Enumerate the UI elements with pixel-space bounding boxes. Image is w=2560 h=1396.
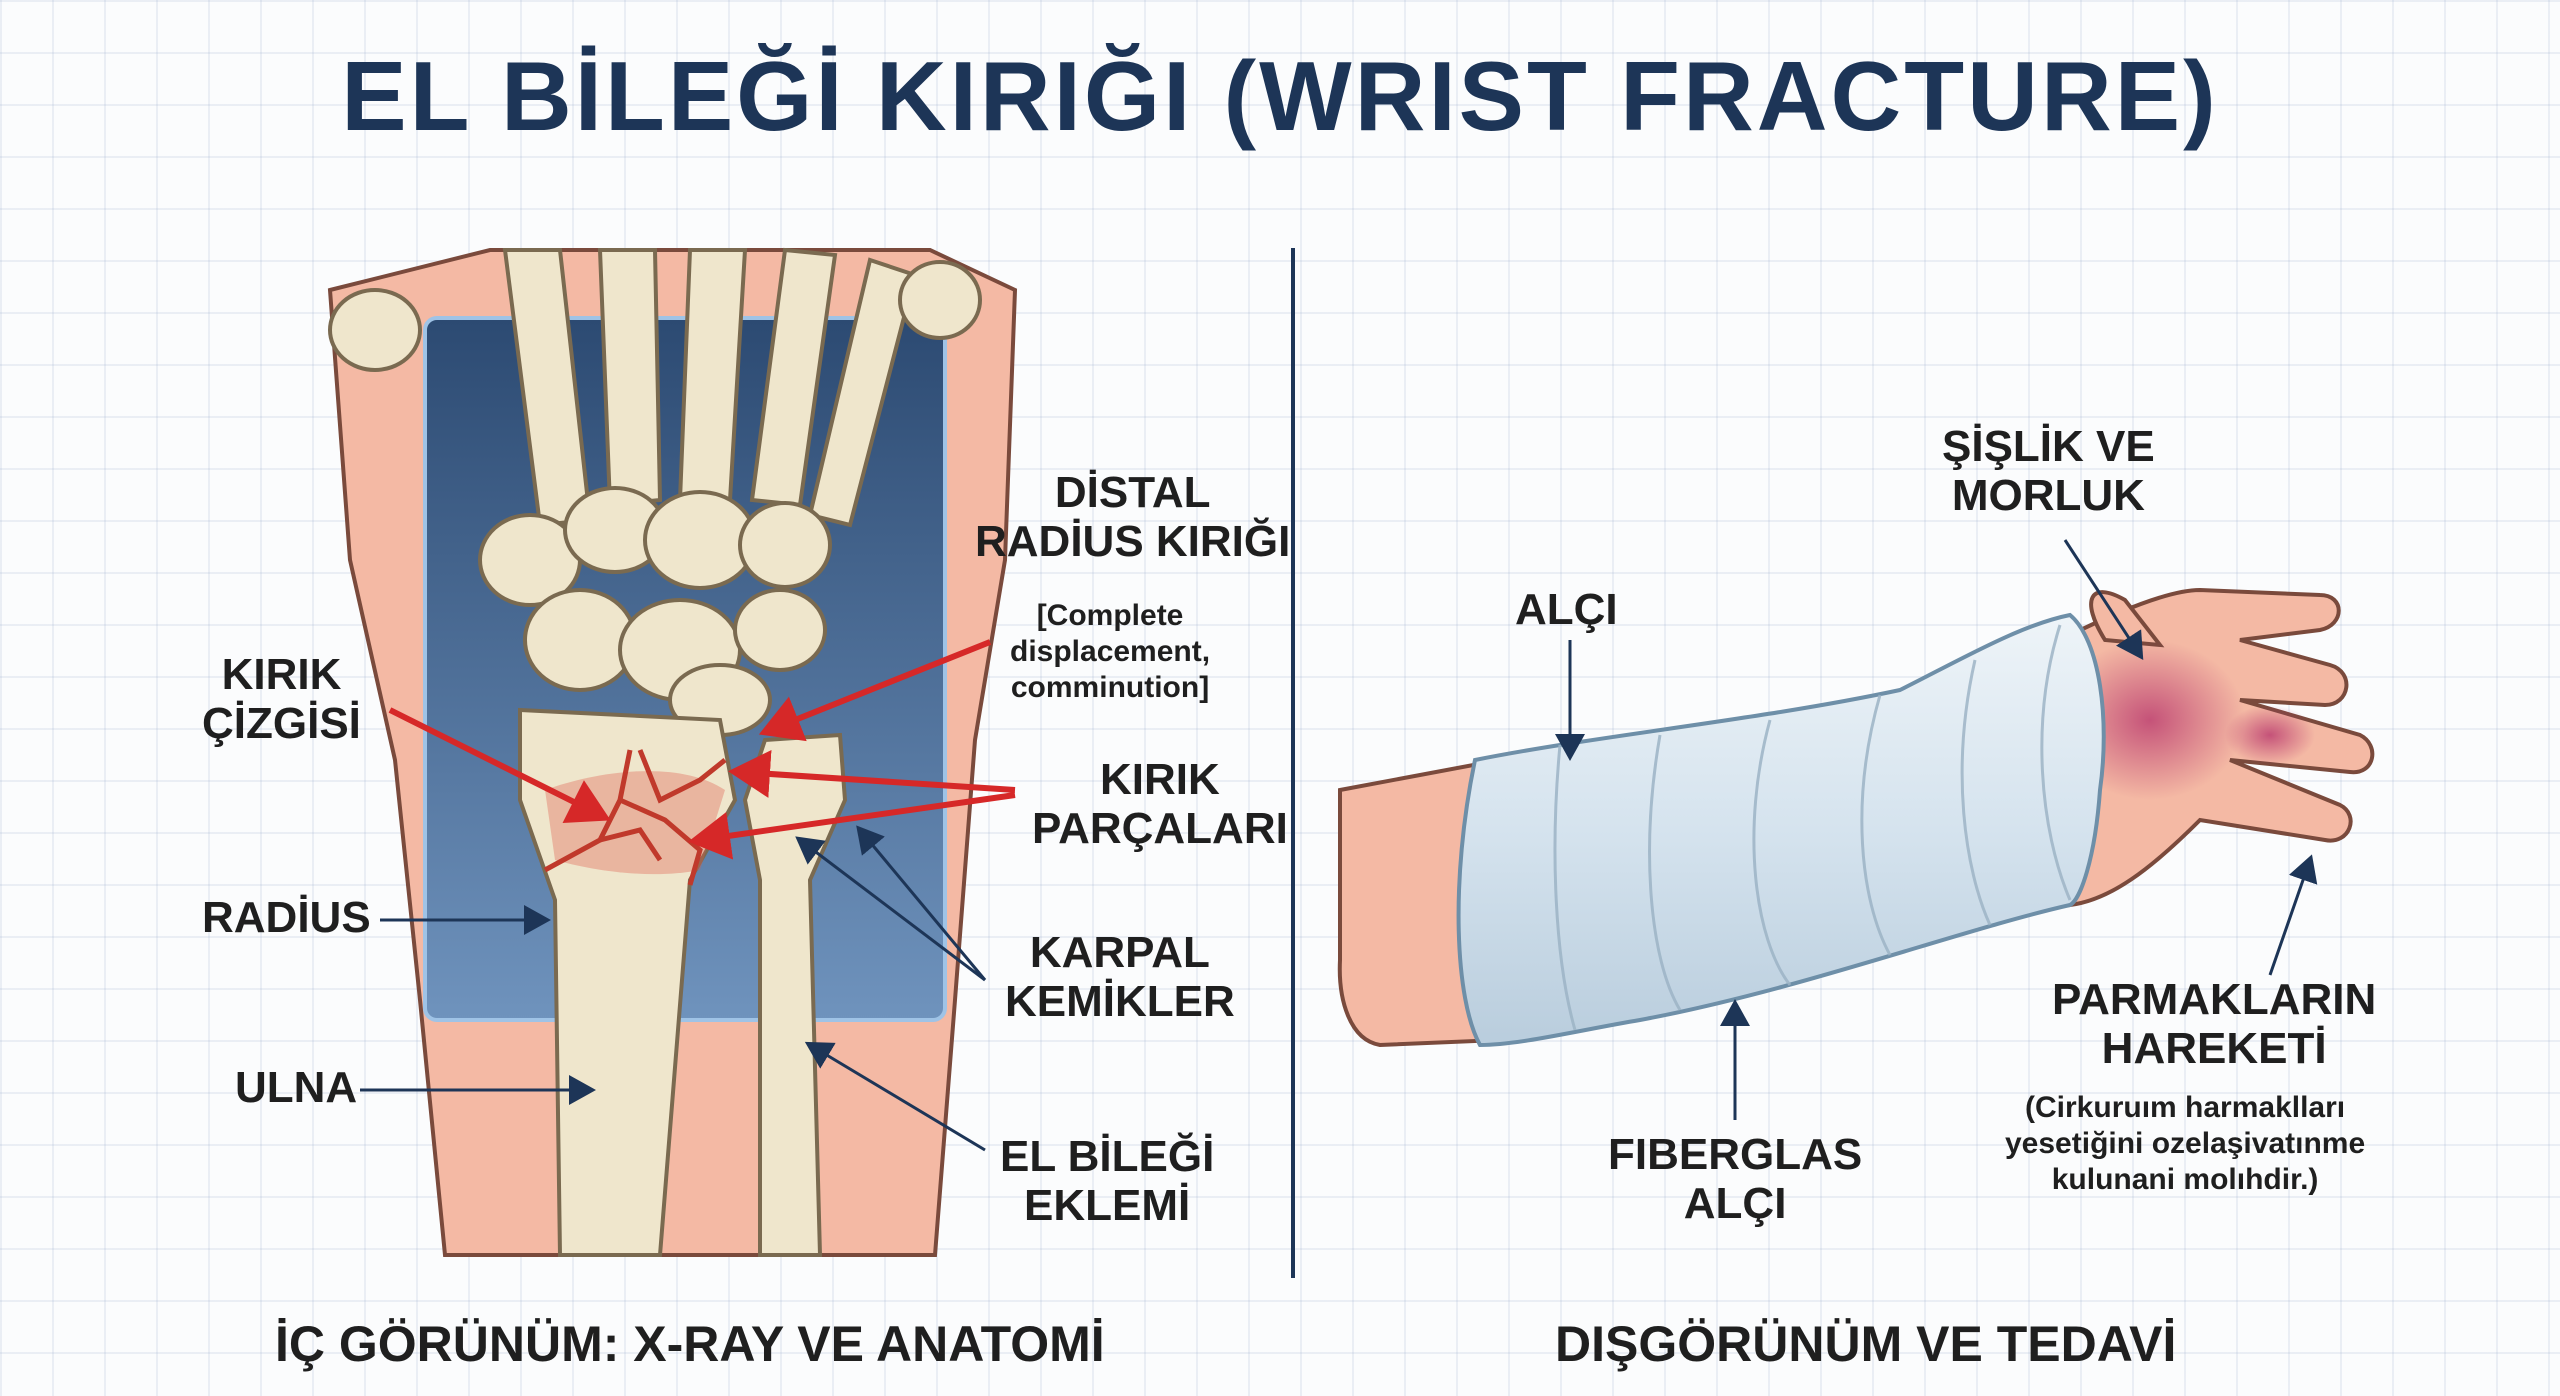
label-distal-radius: DİSTAL RADİUS KIRIĞI [975,468,1291,567]
arrow-distal [758,639,992,742]
cast-illustration [1337,587,2375,1048]
label-parmak-note: (Cirkuruım harmaklları yesetiğini ozelaş… [2005,1091,2366,1196]
arrow-parmak [2268,854,2318,976]
arrow-parca-2 [688,792,1016,860]
pointer-arrows-right [1555,539,2318,1120]
label-sislik-morluk: ŞİŞLİK VE MORLUK [1942,422,2155,521]
label-kirik-cizgisi: KIRIK ÇİZGİSİ [202,650,361,749]
arrow-kirik-cizgisi [388,707,611,824]
fracture-arrows [388,639,1016,860]
label-distal-note: [Complete displacement, comminution] [1010,599,1211,704]
xray-anatomy-illustration [327,247,1018,1257]
arrow-sislik [2063,539,2144,661]
page-title: EL BİLEĞİ KIRIĞI (WRIST FRACTURE) [341,41,2219,151]
label-parmaklarin-hareketi: PARMAKLARIN HAREKETİ [2052,975,2377,1074]
caption-right: DIŞGÖRÜNÜM VE TEDAVİ [1555,1316,2177,1372]
arrow-eklem [804,1041,986,1152]
label-el-bilegi-eklemi: EL BİLEĞİ EKLEMİ [1000,1132,1215,1231]
caption-left: İÇ GÖRÜNÜM: X-RAY VE ANATOMİ [275,1316,1105,1372]
label-fiberglas-alci: FIBERGLAS ALÇI [1608,1130,1863,1229]
label-kirik-parcalari: KIRIK PARÇALARI [1032,755,1288,854]
panel-divider [1291,248,1295,1278]
arrow-karpal-2 [856,825,987,981]
label-karpal-kemikler: KARPAL KEMİKLER [1005,928,1235,1027]
label-alci: ALÇI [1515,585,1618,634]
arrow-parca-1 [728,750,1016,798]
label-radius: RADİUS [202,893,371,942]
pointer-arrows-left [360,825,987,1152]
label-ulna: ULNA [235,1063,358,1112]
arrow-karpal-1 [795,836,986,982]
